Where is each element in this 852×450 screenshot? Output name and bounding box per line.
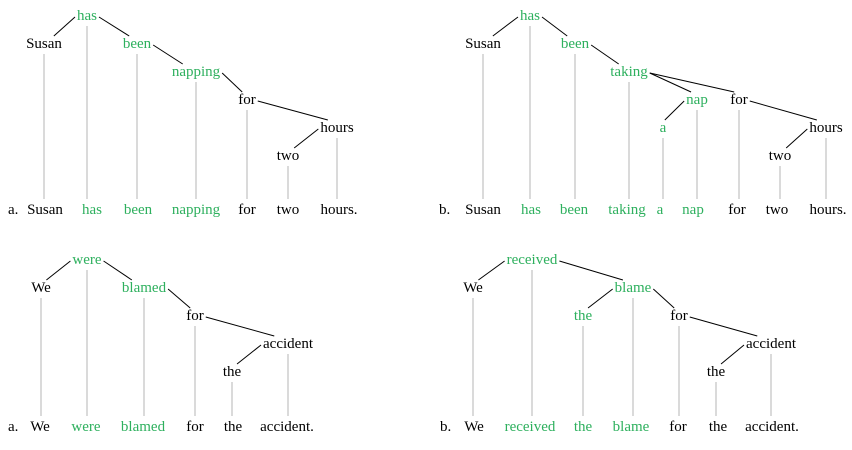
sentence-word: has	[521, 202, 541, 218]
sentence-word: for	[186, 419, 204, 435]
dependency-edge	[785, 128, 808, 149]
sentence-word: We	[464, 419, 484, 435]
tree-node-susan: Susan	[465, 36, 501, 52]
tree-node-been: been	[561, 36, 590, 52]
dependency-edge	[689, 316, 758, 337]
dependency-edge	[649, 72, 735, 93]
tree-node-has: has	[520, 8, 540, 24]
dependency-edge	[293, 128, 319, 149]
sentence-word: been	[124, 202, 153, 218]
dependency-edge	[205, 316, 275, 337]
dependency-edge	[103, 260, 133, 281]
tree-node-for: for	[238, 92, 256, 108]
tree-node-we: We	[463, 280, 483, 296]
dependency-edge	[53, 16, 76, 37]
sentence-word: the	[709, 419, 728, 435]
sentence-word: the	[574, 419, 593, 435]
dependency-edge	[720, 344, 745, 365]
sentence-word: were	[71, 419, 100, 435]
sentence-word: blame	[613, 419, 650, 435]
tree-node-two: two	[769, 148, 792, 164]
dependency-edge	[152, 44, 183, 65]
example-label: a.	[8, 419, 18, 435]
sentence-word: for	[669, 419, 687, 435]
tree-node-nap: nap	[686, 92, 708, 108]
example-label: b.	[440, 419, 451, 435]
sentence-word: blamed	[121, 419, 166, 435]
sentence-word: hours.	[809, 202, 846, 218]
sentence-word: two	[766, 202, 789, 218]
dependency-edge	[221, 72, 243, 93]
dependency-edge	[652, 288, 675, 309]
example-label: a.	[8, 202, 18, 218]
dependency-edge	[749, 100, 817, 121]
dependency-edge	[167, 288, 191, 309]
sentence-word: Susan	[465, 202, 501, 218]
tree-node-were: were	[72, 252, 101, 268]
dependency-edge	[541, 16, 568, 37]
dependency-edge	[649, 72, 692, 93]
tree-node-two: two	[277, 148, 300, 164]
sentence-word: We	[30, 419, 50, 435]
sentence-word: has	[82, 202, 102, 218]
sentence-word: Susan	[27, 202, 63, 218]
dependency-edge	[46, 260, 71, 281]
tree-node-for: for	[670, 308, 688, 324]
sentence-word: the	[224, 419, 243, 435]
example-label: b.	[439, 202, 450, 218]
tree-node-the1: the	[574, 308, 593, 324]
sentence-word: accident.	[260, 419, 314, 435]
dependency-edge	[98, 16, 130, 37]
tree-node-accident: accident	[746, 336, 797, 352]
dependency-edge	[492, 16, 519, 37]
dependency-edge	[478, 260, 505, 281]
dependency-edge	[236, 344, 262, 365]
tree-node-the2: the	[707, 364, 726, 380]
tree-node-has: has	[77, 8, 97, 24]
dependency-edge	[559, 260, 624, 281]
sentence-word: for	[238, 202, 256, 218]
tree-node-been: been	[123, 36, 152, 52]
sentence-word: received	[505, 419, 556, 435]
sentence-word: accident.	[745, 419, 799, 435]
sentence-word: nap	[682, 202, 704, 218]
dependency-edge	[257, 100, 328, 121]
tree-node-blame: blame	[615, 280, 652, 296]
tree-node-for: for	[730, 92, 748, 108]
tree-node-for: for	[186, 308, 204, 324]
tree-node-we: We	[31, 280, 51, 296]
sentence-word: for	[728, 202, 746, 218]
sentence-word: hours.	[320, 202, 357, 218]
sentence-word: napping	[172, 202, 221, 218]
tree-node-taking: taking	[610, 64, 648, 80]
sentence-word: been	[560, 202, 589, 218]
tree-node-a: a	[660, 120, 667, 136]
tree-node-received: received	[507, 252, 558, 268]
dependency-edge	[587, 288, 613, 309]
tree-node-hours: hours	[809, 120, 842, 136]
tree-node-hours: hours	[320, 120, 353, 136]
tree-node-napping: napping	[172, 64, 221, 80]
tree-node-susan: Susan	[26, 36, 62, 52]
dependency-edge	[664, 100, 685, 121]
dependency-edge	[590, 44, 619, 65]
tree-node-the: the	[223, 364, 242, 380]
tree-node-blamed: blamed	[122, 280, 167, 296]
sentence-word: a	[657, 202, 664, 218]
tree-node-accident: accident	[263, 336, 314, 352]
sentence-word: taking	[608, 202, 646, 218]
sentence-word: two	[277, 202, 300, 218]
